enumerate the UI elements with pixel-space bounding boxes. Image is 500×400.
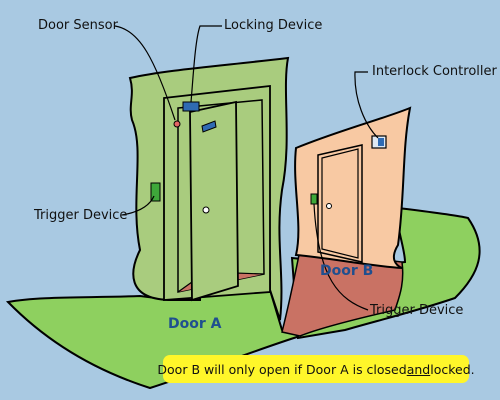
note-text-after: locked. [430, 361, 475, 377]
leader-locking-device [190, 25, 222, 103]
label-trigger-device-b: Trigger Device [370, 303, 464, 318]
door-b-panel [321, 148, 359, 259]
note-text-before: Door B will only open if Door A is close… [157, 361, 407, 377]
leader-trigger-device-b [313, 203, 369, 311]
lock-strike [201, 120, 217, 133]
trigger-device-a [150, 182, 161, 202]
note-emphasis: and [406, 361, 431, 377]
label-door-a: Door A [168, 316, 222, 332]
label-door-sensor: Door Sensor [38, 18, 118, 33]
label-locking-device: Locking Device [224, 18, 323, 33]
locking-device [182, 101, 200, 112]
label-trigger-device-a: Trigger Device [34, 208, 128, 223]
door-a-leaf [189, 100, 239, 302]
label-door-b: Door B [320, 263, 374, 279]
leader-door-sensor [114, 25, 176, 121]
leader-trigger-device-a [121, 195, 155, 216]
door-a-knob [202, 206, 210, 214]
leader-interlock-controller [354, 71, 379, 139]
door-b-knob [326, 203, 332, 209]
door-sensor [173, 120, 181, 128]
floor-passage-b [281, 249, 404, 337]
interlock-rule-note: Door B will only open if Door A is close… [157, 355, 475, 383]
label-interlock-controller: Interlock Controller [372, 64, 497, 79]
trigger-device-b [310, 193, 318, 205]
